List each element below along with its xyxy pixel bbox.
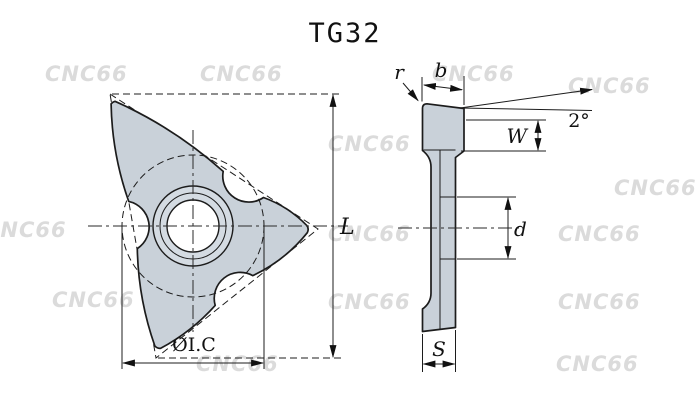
- side-view: 2° r b W: [394, 58, 594, 372]
- dimension-IC: ØI.C: [121, 226, 265, 369]
- watermark-text: CNC66: [614, 176, 697, 200]
- dimension-r: r: [394, 60, 419, 102]
- watermark-text: CNC66: [328, 290, 411, 314]
- dimension-IC-label: ØI.C: [172, 334, 216, 356]
- dimension-L-label: L: [339, 215, 355, 240]
- drawing-title: TG32: [308, 18, 381, 49]
- watermark-text: CNC66: [558, 290, 641, 314]
- insert-side-outline: [421, 102, 465, 333]
- dimension-r-label: r: [394, 60, 405, 84]
- dimension-r-leader: [402, 82, 419, 102]
- watermark-text: CNC66: [328, 132, 411, 156]
- dimension-b-label: b: [435, 58, 448, 82]
- dimension-d: d: [457, 196, 527, 260]
- dimension-S: S: [422, 330, 456, 372]
- watermark-text: CNC66: [45, 62, 128, 86]
- dimension-b: b: [421, 58, 465, 105]
- front-view: L ØI.C: [88, 92, 355, 369]
- watermark-text: CNC66: [432, 62, 515, 86]
- dimension-angle-label: 2°: [568, 110, 590, 132]
- watermark-text: CNC66: [558, 222, 641, 246]
- watermark-text: CNC66: [52, 288, 135, 312]
- watermark-text: CNC66: [0, 218, 67, 242]
- dimension-d-label: d: [514, 217, 527, 241]
- angle-line-upper: [459, 87, 594, 109]
- dimension-L: L: [112, 93, 355, 359]
- watermark-text: CNC66: [200, 62, 283, 86]
- dimension-angle: 2°: [459, 87, 594, 132]
- watermark-text: CNC66: [556, 352, 639, 376]
- dimension-b-line: [422, 83, 464, 92]
- dimension-W: W: [461, 119, 546, 152]
- angle-line-lower: [459, 107, 593, 111]
- dimension-S-label: S: [432, 337, 446, 361]
- dimension-W-label: W: [506, 124, 528, 148]
